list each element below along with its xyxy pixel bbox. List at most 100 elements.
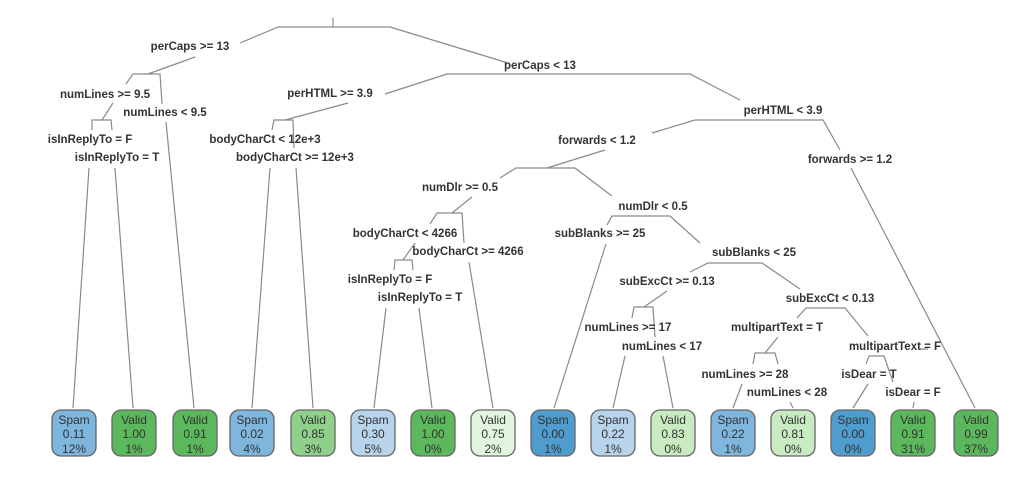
leaf-prob: 0.99 xyxy=(964,427,988,441)
leaf-pct: 12% xyxy=(62,442,86,456)
branch-line xyxy=(912,401,915,409)
branch-line xyxy=(644,306,656,338)
branch-line xyxy=(452,212,465,244)
split-label: isDear = T xyxy=(841,369,896,381)
leaf-box xyxy=(470,409,516,457)
split-label: numDlr >= 0.5 xyxy=(422,182,499,194)
leaf-pct: 0% xyxy=(784,442,802,456)
branch-line xyxy=(752,336,779,365)
branch-line xyxy=(251,167,271,409)
split-label: numLines < 17 xyxy=(622,341,702,353)
branch-line xyxy=(418,307,433,409)
split-label: numLines >= 28 xyxy=(702,369,790,381)
split-label: subExcCt >= 0.13 xyxy=(619,276,714,288)
leaf-prob: 0.22 xyxy=(601,427,625,441)
branch-line xyxy=(384,73,595,95)
split-label: perCaps < 13 xyxy=(504,60,576,72)
branch-line xyxy=(606,215,618,226)
leaf-class: Valid xyxy=(660,413,686,427)
leaf-prob: 0.00 xyxy=(541,427,565,441)
leaf-pct: 3% xyxy=(304,442,322,456)
leaf-pct: 1% xyxy=(724,442,742,456)
leaf-class: Spam xyxy=(537,413,568,427)
split-label: perHTML >= 3.9 xyxy=(287,88,372,100)
leaf-box xyxy=(172,409,218,457)
leaf-prob: 1.00 xyxy=(421,427,445,441)
leaf-pct: 0% xyxy=(424,442,442,456)
branch-line xyxy=(393,242,416,271)
leaf-prob: 0.02 xyxy=(240,427,264,441)
branch-line xyxy=(595,73,741,101)
split-label: numLines < 28 xyxy=(747,387,828,399)
leaf-box xyxy=(530,409,576,457)
branch-line xyxy=(403,259,414,271)
leaf-prob: 0.81 xyxy=(781,427,805,441)
leaf-box xyxy=(350,409,396,457)
leaf-pct: 0% xyxy=(844,442,862,456)
leaf-pct: 5% xyxy=(364,442,382,456)
branch-line xyxy=(765,352,779,365)
branch-line xyxy=(547,167,613,197)
branch-line xyxy=(285,119,295,149)
leaf-nodes: Spam0.1112%Valid1.001%Valid0.911%Spam0.0… xyxy=(51,409,999,457)
leaf-box xyxy=(290,409,336,457)
leaf-prob: 0.83 xyxy=(661,427,685,441)
branch-line xyxy=(239,26,509,64)
leaf-box xyxy=(890,409,936,457)
branch-line xyxy=(612,355,626,409)
branch-line xyxy=(468,261,494,409)
split-label: numLines >= 9.5 xyxy=(60,89,151,101)
leaf-class: Spam xyxy=(357,413,388,427)
branch-line xyxy=(91,102,114,130)
split-label: bodyCharCt >= 12e+3 xyxy=(236,152,354,164)
leaf-class: Valid xyxy=(300,413,326,427)
leaf-class: Spam xyxy=(837,413,868,427)
branch-line xyxy=(72,167,90,409)
leaf-class: Valid xyxy=(963,413,989,427)
leaf-class: Valid xyxy=(780,413,806,427)
branch-line xyxy=(631,290,668,319)
split-label: isInReplyTo = T xyxy=(75,152,159,164)
split-label: isInReplyTo = F xyxy=(348,274,432,286)
branch-line xyxy=(789,401,794,409)
leaf-prob: 0.91 xyxy=(901,427,925,441)
leaf-box xyxy=(650,409,696,457)
branch-lines xyxy=(72,18,976,409)
branch-line xyxy=(165,121,195,409)
branch-line xyxy=(662,355,674,409)
branch-line xyxy=(745,119,841,151)
branch-line xyxy=(689,262,735,273)
leaf-class: Valid xyxy=(480,413,506,427)
leaf-prob: 0.85 xyxy=(301,427,325,441)
leaf-class: Valid xyxy=(420,413,446,427)
leaf-prob: 0.22 xyxy=(721,427,745,441)
leaf-box xyxy=(590,409,636,457)
split-label: subBlanks >= 25 xyxy=(555,228,646,240)
branch-line xyxy=(852,383,869,409)
branch-line xyxy=(125,56,196,85)
leaf-box xyxy=(953,409,999,457)
branch-line xyxy=(102,119,113,131)
leaf-pct: 4% xyxy=(243,442,261,456)
branch-line xyxy=(373,307,387,409)
leaf-pct: 2% xyxy=(484,442,502,456)
split-label: subExcCt < 0.13 xyxy=(786,293,875,305)
branch-line xyxy=(874,355,894,383)
leaf-class: Valid xyxy=(121,413,147,427)
split-label: perCaps >= 13 xyxy=(151,41,230,53)
split-labels: perCaps >= 13 perCaps < 13 numLines >= 9.5… xyxy=(48,41,941,399)
split-label: isDear = F xyxy=(885,387,940,399)
leaf-pct: 0% xyxy=(664,442,682,456)
leaf-box xyxy=(710,409,756,457)
leaf-prob: 0.91 xyxy=(183,427,207,441)
